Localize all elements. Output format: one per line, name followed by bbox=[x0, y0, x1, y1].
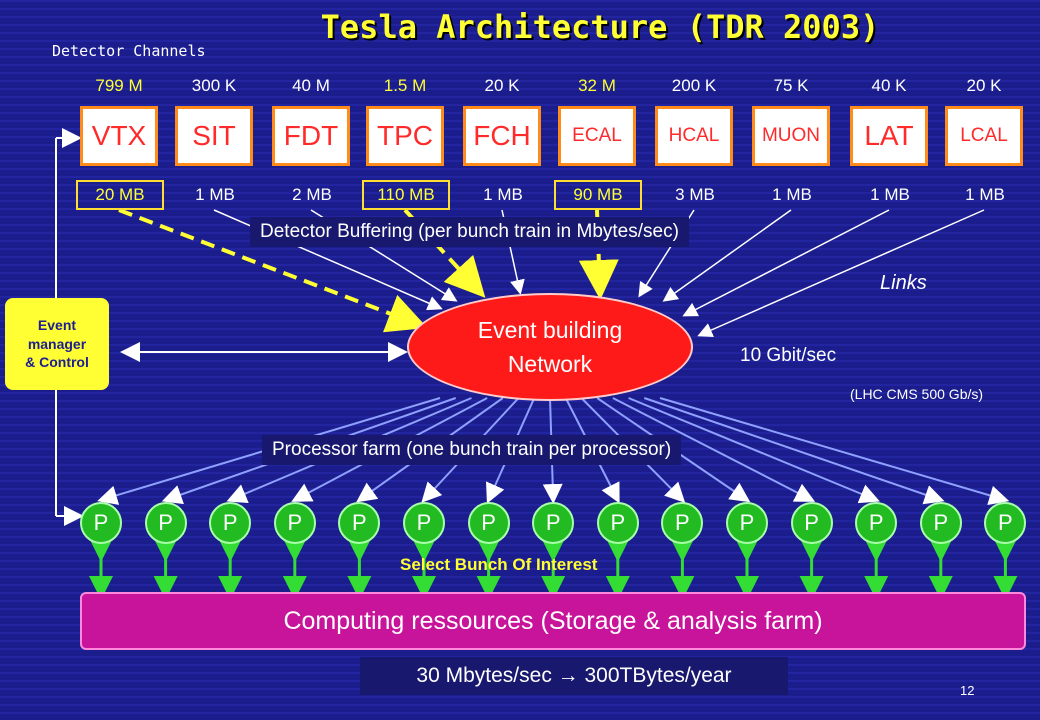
buffer-size-vtx: 20 MB bbox=[76, 180, 164, 210]
processor-node: P bbox=[790, 502, 833, 544]
detector-channels-label: Detector Channels bbox=[52, 42, 206, 60]
links-label: Links bbox=[880, 272, 927, 294]
processor-node: P bbox=[338, 502, 381, 544]
channel-count-ecal: 32 M bbox=[578, 76, 616, 95]
link-vtx bbox=[118, 208, 428, 333]
buffer-size-fdt: 2 MB bbox=[292, 185, 332, 204]
processor-node: P bbox=[855, 502, 898, 544]
channel-count-lat: 40 K bbox=[871, 76, 907, 95]
bandwidth-label: 10 Gbit/sec bbox=[740, 345, 837, 366]
processor-node: P bbox=[532, 502, 575, 544]
channel-count-vtx: 799 M bbox=[95, 76, 143, 95]
channel-count-lcal: 20 K bbox=[966, 76, 1002, 95]
link-lcal bbox=[697, 209, 985, 338]
buffer-size-tpc: 110 MB bbox=[362, 180, 450, 210]
processor-node: P bbox=[467, 502, 510, 544]
processor-node: P bbox=[144, 502, 187, 544]
processor-node: P bbox=[726, 502, 768, 544]
event-manager-box: Event manager & Control bbox=[5, 298, 109, 390]
processor-node: P bbox=[273, 502, 316, 544]
buffer-size-muon: 1 MB bbox=[772, 185, 812, 204]
buffer-size-lat: 1 MB bbox=[870, 185, 910, 204]
detector-ecal: ECAL bbox=[558, 106, 636, 166]
processor-node: P bbox=[209, 502, 252, 544]
lhc-note: (LHC CMS 500 Gb/s) bbox=[850, 386, 984, 402]
buffer-size-ecal: 90 MB bbox=[554, 180, 642, 210]
detector-fdt: FDT bbox=[272, 106, 350, 166]
detector-sit: SIT bbox=[175, 106, 253, 166]
detector-fch: FCH bbox=[463, 106, 541, 166]
link-tpc bbox=[403, 208, 486, 298]
slide-title: Tesla Architecture (TDR 2003) bbox=[320, 8, 880, 46]
link-lat bbox=[682, 209, 890, 317]
select-bunch-label: Select Bunch Of Interest bbox=[400, 555, 598, 574]
detector-hcal: HCAL bbox=[655, 106, 733, 166]
channel-count-fdt: 40 M bbox=[292, 76, 330, 95]
channel-count-tpc: 1.5 M bbox=[383, 76, 427, 95]
detector-lat: LAT bbox=[850, 106, 928, 166]
channel-count-fch: 20 K bbox=[484, 76, 520, 95]
link-muon bbox=[662, 209, 792, 302]
buffer-size-lcal: 1 MB bbox=[965, 185, 1005, 204]
detector-lcal: LCAL bbox=[945, 106, 1023, 166]
channel-count-hcal: 200 K bbox=[671, 76, 717, 95]
buffer-size-hcal: 3 MB bbox=[675, 185, 715, 204]
processor-node: P bbox=[80, 502, 122, 544]
detector-vtx: VTX bbox=[80, 106, 158, 166]
detector-tpc: TPC bbox=[366, 106, 444, 166]
processor-node: P bbox=[596, 502, 639, 544]
event-building-network: Event building Network bbox=[407, 293, 693, 401]
data-rate-label: 30 Mbytes/sec → 300TBytes/year bbox=[360, 657, 788, 695]
processor-node: P bbox=[403, 502, 445, 544]
detector-buffering-label: Detector Buffering (per bunch train in M… bbox=[250, 217, 689, 247]
processor-node: P bbox=[919, 502, 962, 544]
buffer-size-fch: 1 MB bbox=[483, 185, 523, 204]
processor-node: P bbox=[661, 502, 704, 544]
channel-count-sit: 300 K bbox=[191, 76, 237, 95]
processor-node: P bbox=[984, 502, 1027, 544]
page-number: 12 bbox=[960, 683, 975, 698]
computing-resources-box: Computing ressources (Storage & analysis… bbox=[80, 592, 1026, 650]
channel-count-muon: 75 K bbox=[773, 76, 809, 95]
buffer-size-sit: 1 MB bbox=[195, 185, 235, 204]
processor-farm-label: Processor farm (one bunch train per proc… bbox=[262, 435, 682, 465]
detector-muon: MUON bbox=[752, 106, 830, 166]
